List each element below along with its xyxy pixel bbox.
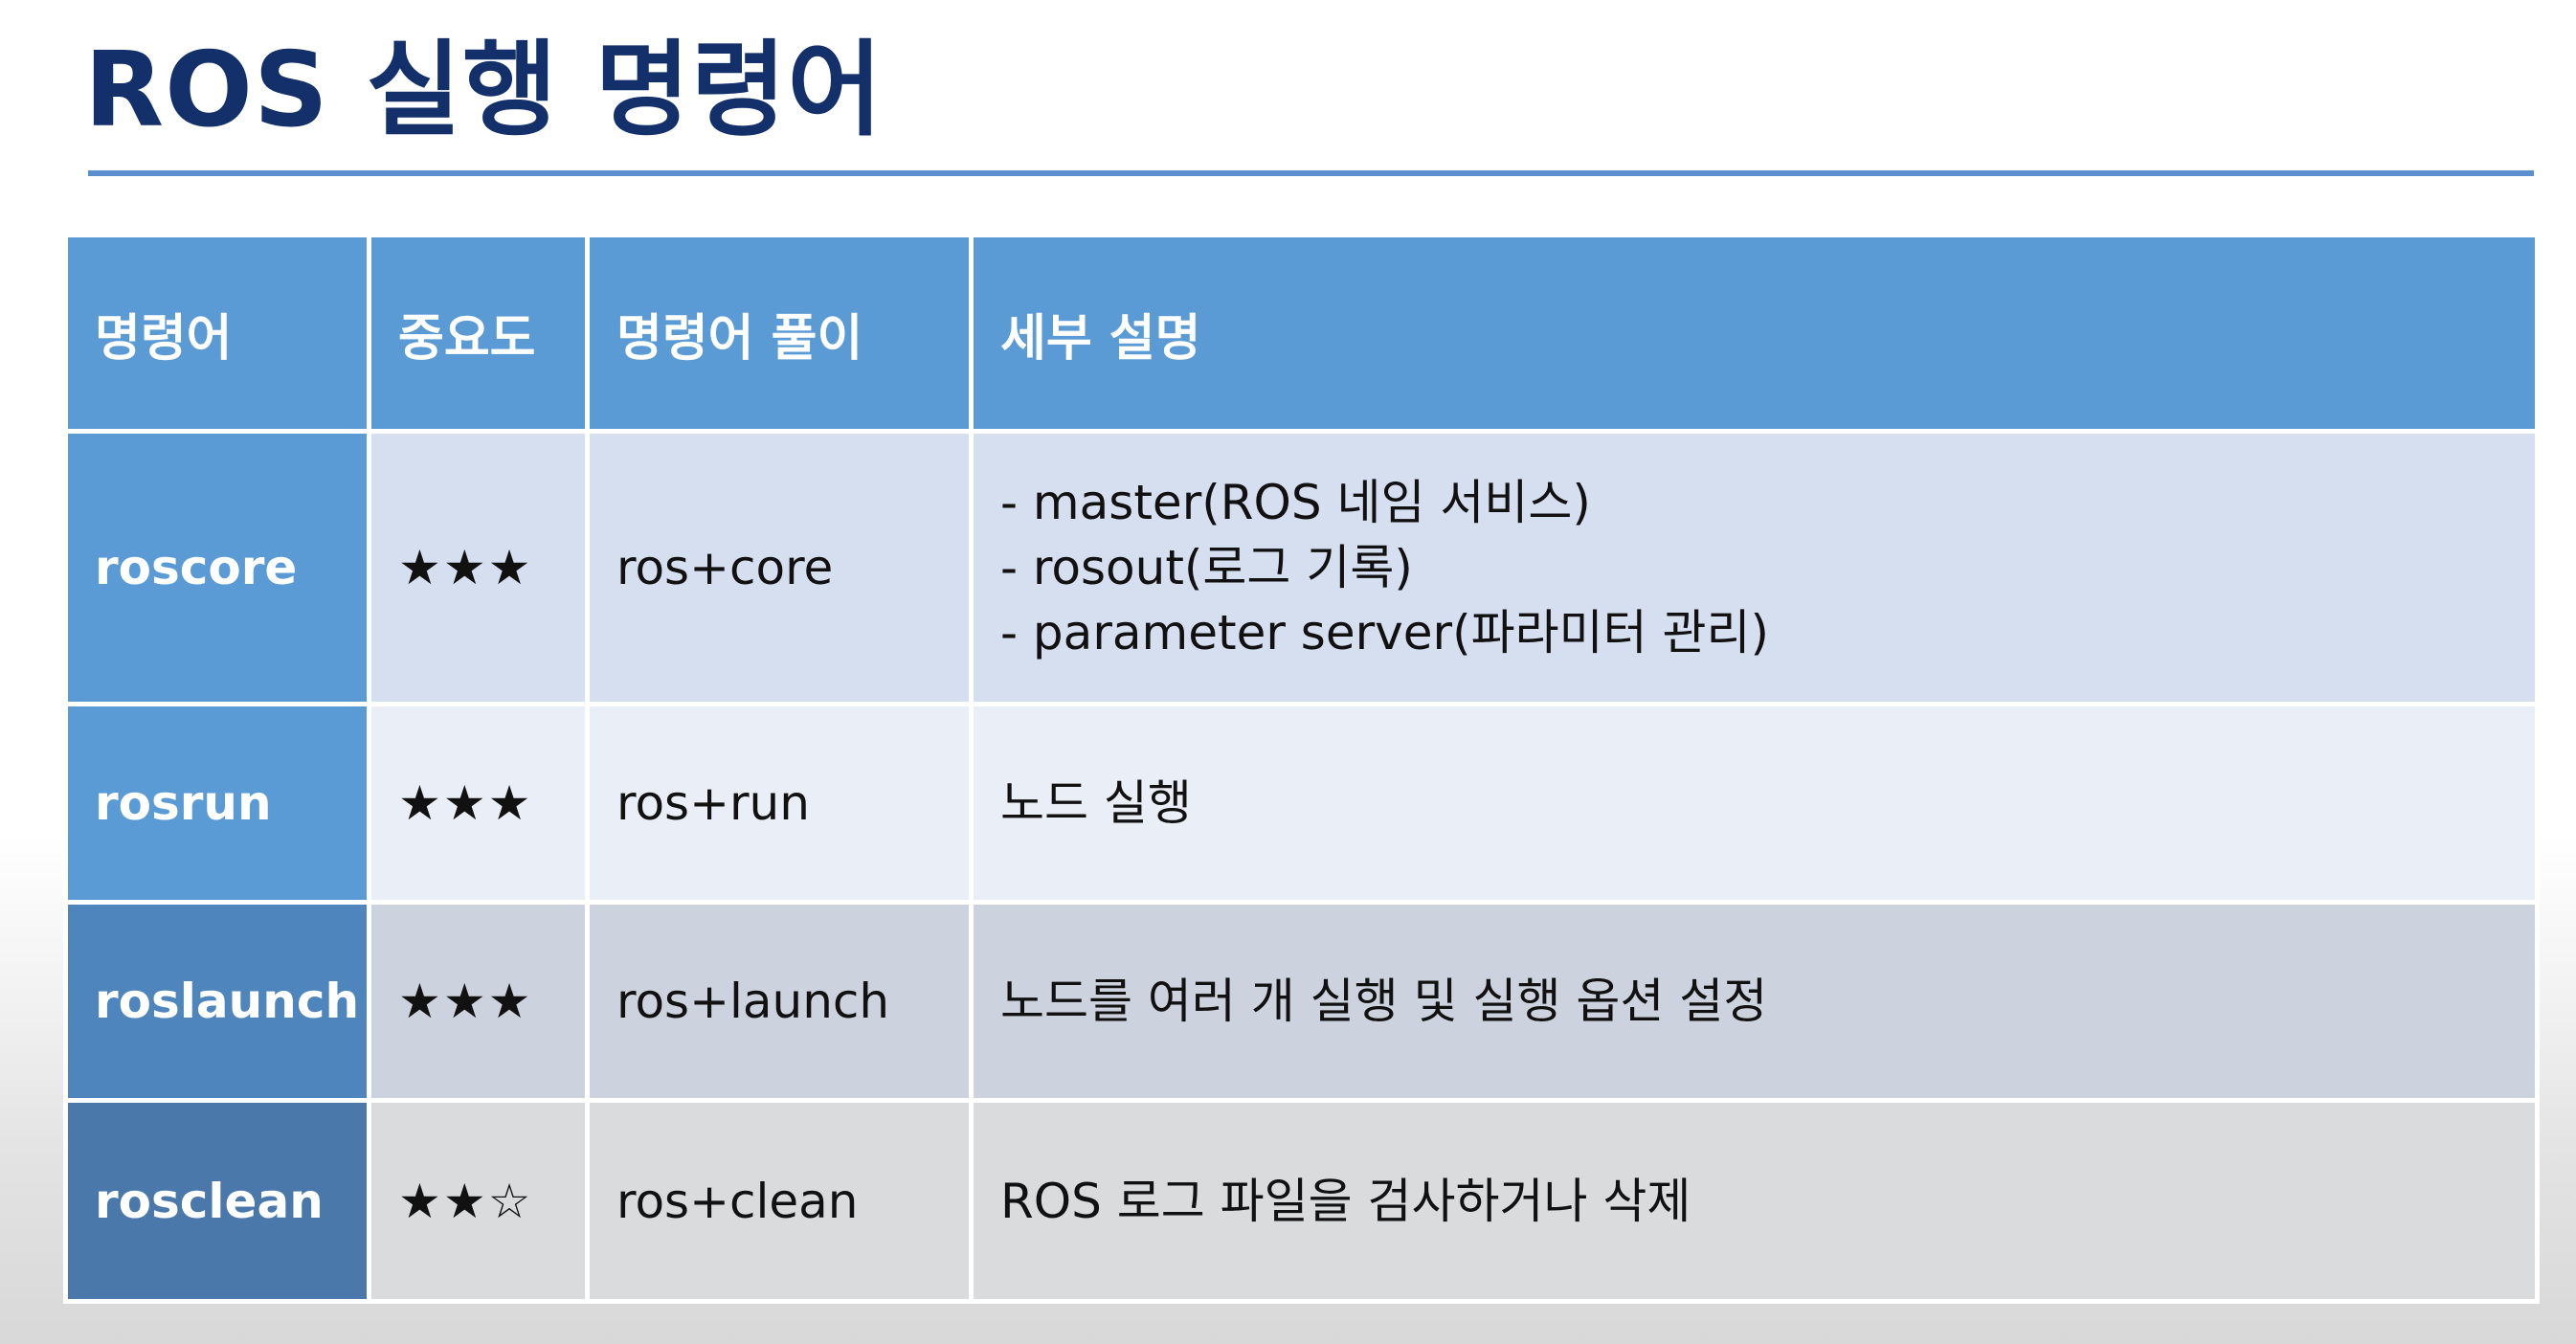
detail-line: - master(ROS 네임 서비스) — [1000, 475, 1591, 530]
slide-title: ROS 실행 명령어 — [84, 31, 884, 150]
header-importance: 중요도 — [367, 233, 590, 434]
command-expansion: ros+run — [585, 702, 974, 905]
importance-stars: ★★★ — [367, 900, 590, 1103]
command-cell: rosclean — [63, 1098, 371, 1304]
detail-cell: ROS 로그 파일을 검사하거나 삭제 — [969, 1098, 2540, 1304]
header-command: 명령어 — [63, 233, 371, 434]
header-details: 세부 설명 — [969, 233, 2540, 434]
detail-line: 노드를 여러 개 실행 및 실행 옵션 설정 — [1000, 974, 1768, 1029]
detail-line: - parameter server(파라미터 관리) — [1000, 605, 1769, 661]
detail-cell: - master(ROS 네임 서비스) - rosout(로그 기록) - p… — [969, 429, 2540, 706]
command-cell: roslaunch — [63, 900, 371, 1103]
command-expansion: ros+clean — [585, 1098, 974, 1304]
command-cell: roscore — [63, 429, 371, 706]
table-row: rosclean ★★☆ ros+clean ROS 로그 파일을 검사하거나 … — [63, 1098, 2540, 1304]
title-divider — [88, 170, 2534, 176]
table-header-row: 명령어 중요도 명령어 풀이 세부 설명 — [63, 233, 2540, 434]
command-expansion: ros+core — [585, 429, 974, 706]
command-cell: rosrun — [63, 702, 371, 905]
header-expansion: 명령어 풀이 — [585, 233, 974, 434]
detail-line: ROS 로그 파일을 검사하거나 삭제 — [1000, 1173, 1691, 1229]
ros-command-table: 명령어 중요도 명령어 풀이 세부 설명 roscore ★★★ ros+cor… — [63, 233, 2540, 1304]
importance-stars: ★★★ — [367, 429, 590, 706]
table-row: roslaunch ★★★ ros+launch 노드를 여러 개 실행 및 실… — [63, 900, 2540, 1103]
detail-line: - rosout(로그 기록) — [1000, 540, 1413, 595]
importance-stars: ★★☆ — [367, 1098, 590, 1304]
detail-cell: 노드 실행 — [969, 702, 2540, 905]
detail-cell: 노드를 여러 개 실행 및 실행 옵션 설정 — [969, 900, 2540, 1103]
table-row: rosrun ★★★ ros+run 노드 실행 — [63, 702, 2540, 905]
detail-line: 노드 실행 — [1000, 775, 1192, 831]
importance-stars: ★★★ — [367, 702, 590, 905]
command-expansion: ros+launch — [585, 900, 974, 1103]
table-row: roscore ★★★ ros+core - master(ROS 네임 서비스… — [63, 429, 2540, 706]
